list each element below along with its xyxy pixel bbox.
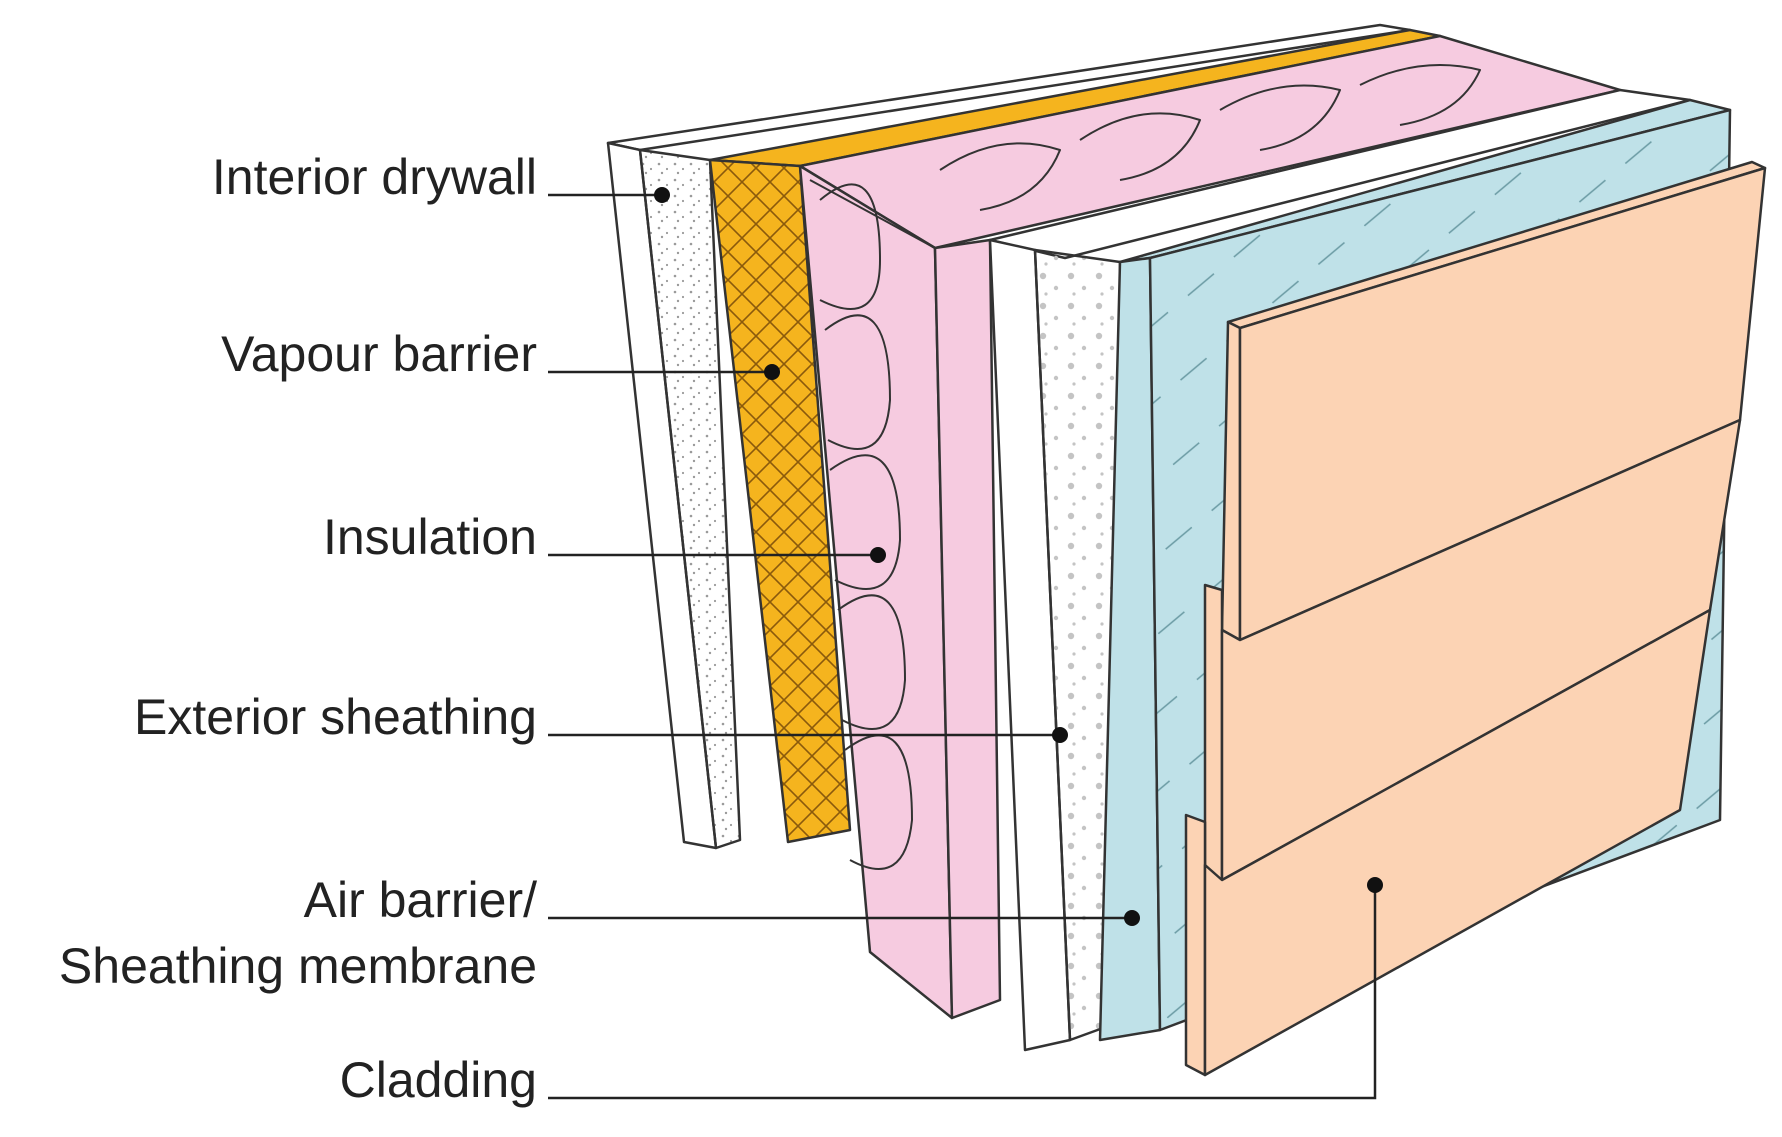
marker-dot-vapour xyxy=(764,364,780,380)
label-sheathing-membrane: Sheathing membrane xyxy=(58,938,537,994)
label-cladding: Cladding xyxy=(339,1052,537,1108)
cladding-layer xyxy=(1184,160,1767,1077)
marker-dot-air-barrier xyxy=(1124,910,1140,926)
label-interior-drywall: Interior drywall xyxy=(211,149,537,205)
marker-dot-drywall xyxy=(654,187,670,203)
marker-dot-insulation xyxy=(870,547,886,563)
label-vapour-barrier: Vapour barrier xyxy=(221,326,537,382)
label-air-barrier: Air barrier/ xyxy=(303,872,537,928)
marker-dot-cladding xyxy=(1367,877,1383,893)
marker-dot-sheathing xyxy=(1052,727,1068,743)
drywall-layer xyxy=(606,23,1412,850)
leader-line-cladding xyxy=(548,885,1377,1100)
label-exterior-sheathing: Exterior sheathing xyxy=(133,689,537,745)
insulation-layer xyxy=(798,34,1622,1020)
label-insulation: Insulation xyxy=(322,509,537,565)
